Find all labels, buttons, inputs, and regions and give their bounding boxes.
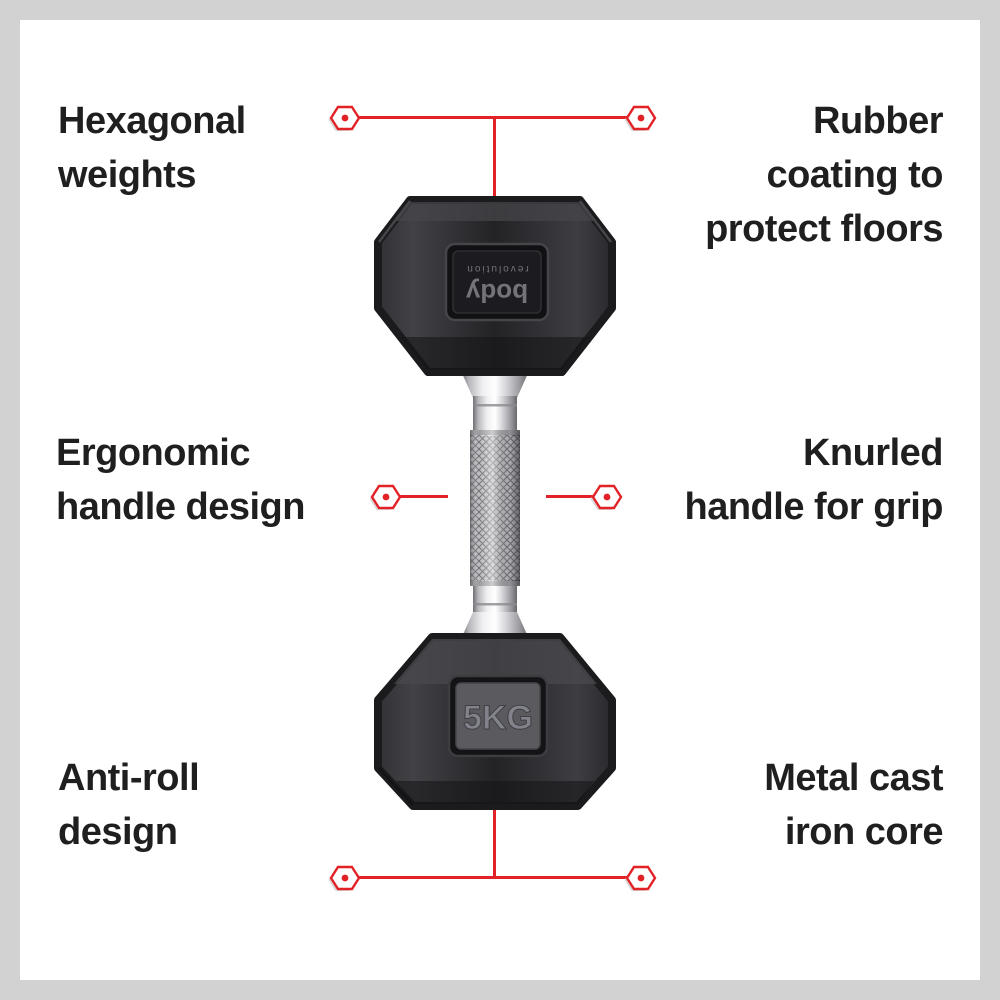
callout-label-anti-roll: Anti-roll design [58,751,200,859]
label-line: Rubber [813,100,943,142]
dumbbell-handle [461,371,529,639]
weight-label-panel: 5KG [447,674,549,758]
hex-marker-icon [369,484,402,510]
callout-line [493,118,496,198]
brand-panel: body revolution [444,242,550,322]
callout-line [359,116,627,119]
callout-label-knurled-handle: Knurled handle for grip [685,426,944,534]
label-line: Knurled [802,432,944,474]
callout-line [359,876,627,879]
label-line: Anti-roll [58,757,200,799]
callout-line [400,495,448,498]
label-line: weights [58,154,196,196]
dumbbell-top-weight: body revolution [374,196,616,376]
hex-marker-icon [624,105,657,131]
dumbbell-bottom-weight: 5KG [374,633,616,810]
hex-marker-icon [328,105,361,131]
label-line: coating to [766,154,943,196]
knurled-grip [470,430,520,586]
label-line: handle for grip [684,486,944,528]
hex-marker-icon [624,865,657,891]
callout-label-hexagonal-weights: Hexagonal weights [58,94,246,202]
weight-value-text: 5KG [463,699,533,737]
callout-label-rubber-coating: Rubber coating to protect floors [705,94,943,256]
hex-dumbbell-image: body revolution 5KG [374,196,616,810]
label-line: iron core [784,811,944,853]
label-line: protect floors [705,208,943,250]
hex-marker-icon [590,484,623,510]
hex-marker-icon [328,865,361,891]
label-line: Ergonomic [56,432,250,474]
label-line: Hexagonal [58,100,246,142]
callout-line [493,806,496,877]
label-line: handle design [56,486,305,528]
callout-line [546,495,593,498]
brand-text-main: body [465,278,528,308]
label-line: Metal cast [764,757,943,799]
callout-label-ergonomic-handle: Ergonomic handle design [56,426,305,534]
label-line: design [58,811,178,853]
callout-label-metal-core: Metal cast iron core [764,751,943,859]
brand-text-sub: revolution [465,263,528,274]
